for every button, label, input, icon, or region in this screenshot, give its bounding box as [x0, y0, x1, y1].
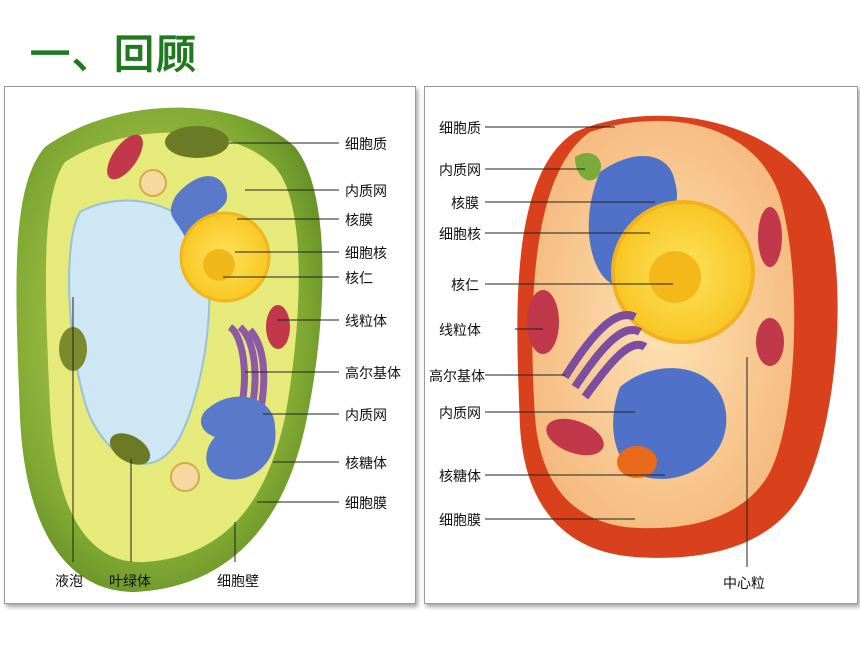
- animal-label-cytoplasm: 细胞质: [439, 121, 481, 137]
- plant-label-cell-wall: 细胞壁: [217, 574, 259, 590]
- plant-cell-illustration: [16, 107, 339, 592]
- plant-label-vacuole: 液泡: [55, 574, 83, 590]
- plant-label-cytoplasm: 细胞质: [345, 137, 387, 153]
- plant-label-nuclear-membrane: 核膜: [345, 213, 373, 229]
- plant-label-er-2: 内质网: [345, 408, 387, 424]
- animal-label-cell-membrane: 细胞膜: [439, 513, 481, 529]
- plant-label-mitochondria: 线粒体: [345, 314, 387, 330]
- plant-label-cell-membrane: 细胞膜: [345, 496, 387, 512]
- animal-label-mitochondria: 线粒体: [439, 323, 481, 339]
- plant-cell-diagram: 细胞质 内质网 核膜 细胞核 核仁 线粒体 高尔基体 内质网 核糖体 细胞膜 液…: [4, 86, 416, 604]
- animal-cell-illustration: [485, 115, 838, 567]
- animal-label-nucleus: 细胞核: [439, 227, 481, 243]
- animal-cell-diagram: 细胞质 内质网 核膜 细胞核 核仁 线粒体 高尔基体 内质网 核糖体 细胞膜 中…: [424, 86, 858, 604]
- animal-label-centriole: 中心粒: [723, 576, 765, 592]
- animal-label-nuclear-membrane: 核膜: [451, 196, 479, 212]
- plant-label-chloroplast: 叶绿体: [109, 574, 151, 590]
- animal-label-nucleolus: 核仁: [451, 278, 479, 294]
- plant-label-ribosome: 核糖体: [345, 456, 387, 472]
- animal-label-er: 内质网: [439, 163, 481, 179]
- plant-label-nucleolus: 核仁: [345, 271, 373, 287]
- plant-label-golgi: 高尔基体: [345, 366, 401, 382]
- animal-label-ribosome: 核糖体: [439, 469, 481, 485]
- animal-label-golgi: 高尔基体: [429, 369, 485, 385]
- animal-label-er-2: 内质网: [439, 406, 481, 422]
- plant-label-er: 内质网: [345, 184, 387, 200]
- plant-label-nucleus: 细胞核: [345, 246, 387, 262]
- slide-title: 一、回顾: [30, 32, 198, 78]
